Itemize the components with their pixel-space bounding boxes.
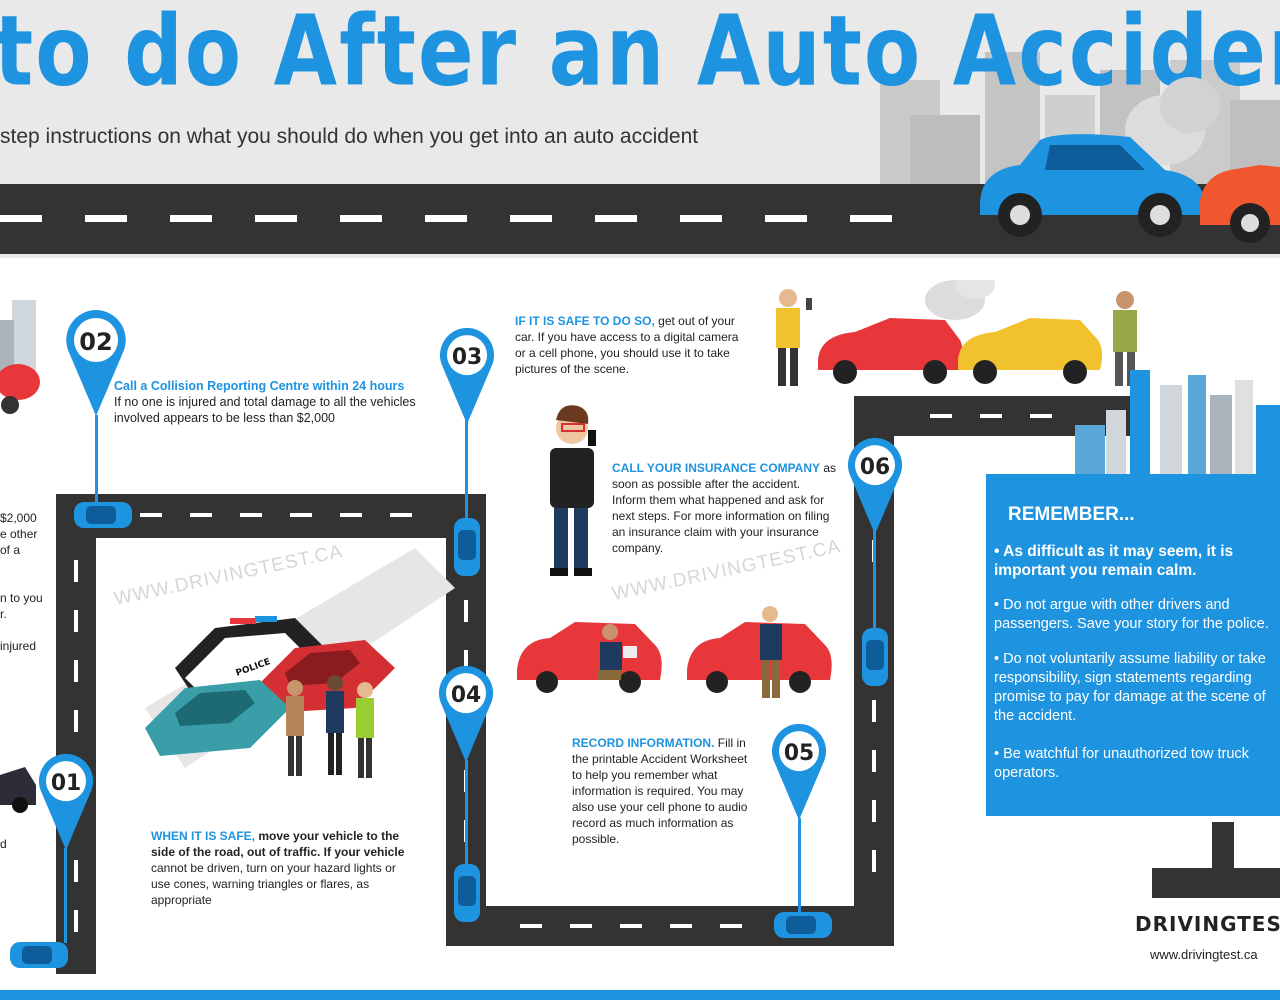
step-02-lead: Call a Collision Reporting Centre within… [114, 379, 405, 393]
step-04-number: 04 [451, 683, 481, 708]
page-title: to do After an Auto Accident [0, 0, 1280, 109]
step-06-number: 06 [860, 455, 890, 480]
brand-logo: DRIVINGTEST [1135, 912, 1280, 936]
header-banner: to do After an Auto Accident step instru… [0, 0, 1280, 258]
step-01-lead: WHEN IT IS SAFE, [151, 829, 256, 843]
left-scene-illustration [0, 300, 40, 414]
left-car-illustration [0, 767, 36, 813]
photographing-scene-illustration [776, 280, 1137, 386]
remember-panel: REMEMBER... • As difficult as it may see… [986, 474, 1280, 816]
remember-item: • Be watchful for unauthorized tow truck… [994, 746, 1249, 781]
step-05-number: 05 [784, 741, 814, 766]
step-05-body: Fill in the printable Accident Worksheet… [572, 736, 748, 846]
step-03-lead: IF IT IS SAFE TO DO SO, [515, 314, 655, 328]
step-02-number: 02 [79, 328, 112, 356]
step-01-number: 01 [51, 771, 81, 796]
step-02-text: Call a Collision Reporting Centre within… [114, 378, 434, 426]
step-03-text: IF IT IS SAFE TO DO SO, get out of your … [515, 313, 740, 377]
police-scene-illustration: POLICE [145, 548, 455, 778]
record-information-illustration [517, 606, 832, 698]
step-03-body: get out of your car. If you have access … [515, 314, 739, 376]
remember-heading: REMEMBER... [1008, 504, 1135, 525]
road-car-icon [774, 912, 832, 938]
page-subtitle: step instructions on what you should do … [0, 125, 699, 148]
step-04-text: CALL YOUR INSURANCE COMPANY as soon as p… [612, 460, 837, 556]
road-car-icon [10, 942, 68, 968]
left-fragment: $2,000 [0, 511, 37, 525]
left-fragment: n to you [0, 591, 43, 605]
step-05-text: RECORD INFORMATION. Fill in the printabl… [572, 735, 757, 847]
sign-base [1152, 868, 1280, 898]
left-fragment: of a [0, 543, 21, 557]
step-01-body: cannot be driven, turn on your hazard li… [151, 861, 396, 907]
road-car-icon [74, 502, 132, 528]
step-05-pin-icon: 05 [771, 723, 827, 821]
step-05-lead: RECORD INFORMATION. [572, 736, 715, 750]
step-03-number: 03 [452, 345, 482, 370]
road-car-icon [454, 864, 480, 922]
step-04-body: as soon as possible after the accident. … [612, 461, 837, 555]
bottom-bar [0, 990, 1280, 1000]
brand-url[interactable]: www.drivingtest.ca [1150, 947, 1258, 962]
remember-item: • As difficult as it may seem, it is imp… [994, 543, 1234, 579]
road-car-icon [454, 518, 480, 576]
remember-item: • Do not argue with other drivers and pa… [994, 597, 1269, 632]
step-01-body-bold: move your vehicle to the side of the roa… [151, 829, 405, 859]
step-04-lead: CALL YOUR INSURANCE COMPANY [612, 461, 821, 475]
left-fragment: e other [0, 527, 38, 541]
left-fragment: d [0, 837, 7, 851]
step-01-text: WHEN IT IS SAFE, move your vehicle to th… [151, 828, 416, 908]
road-car-icon [862, 628, 888, 686]
remember-item: • Do not voluntarily assume liability or… [994, 651, 1266, 724]
person-calling-illustration [550, 405, 596, 576]
step-02-pin-icon: 02 [66, 310, 126, 416]
sign-post [1212, 822, 1234, 870]
step-04-pin-icon: 04 [438, 665, 494, 763]
city-illustration [1075, 370, 1280, 475]
left-fragment: r. [0, 607, 7, 621]
step-01-pin-icon: 01 [38, 753, 94, 851]
step-03-pin-icon: 03 [439, 327, 495, 425]
step-06-pin-icon: 06 [847, 437, 903, 535]
left-fragment: injured [0, 639, 37, 653]
step-02-body: If no one is injured and total damage to… [114, 395, 416, 425]
crash-cars-illustration [980, 77, 1280, 243]
